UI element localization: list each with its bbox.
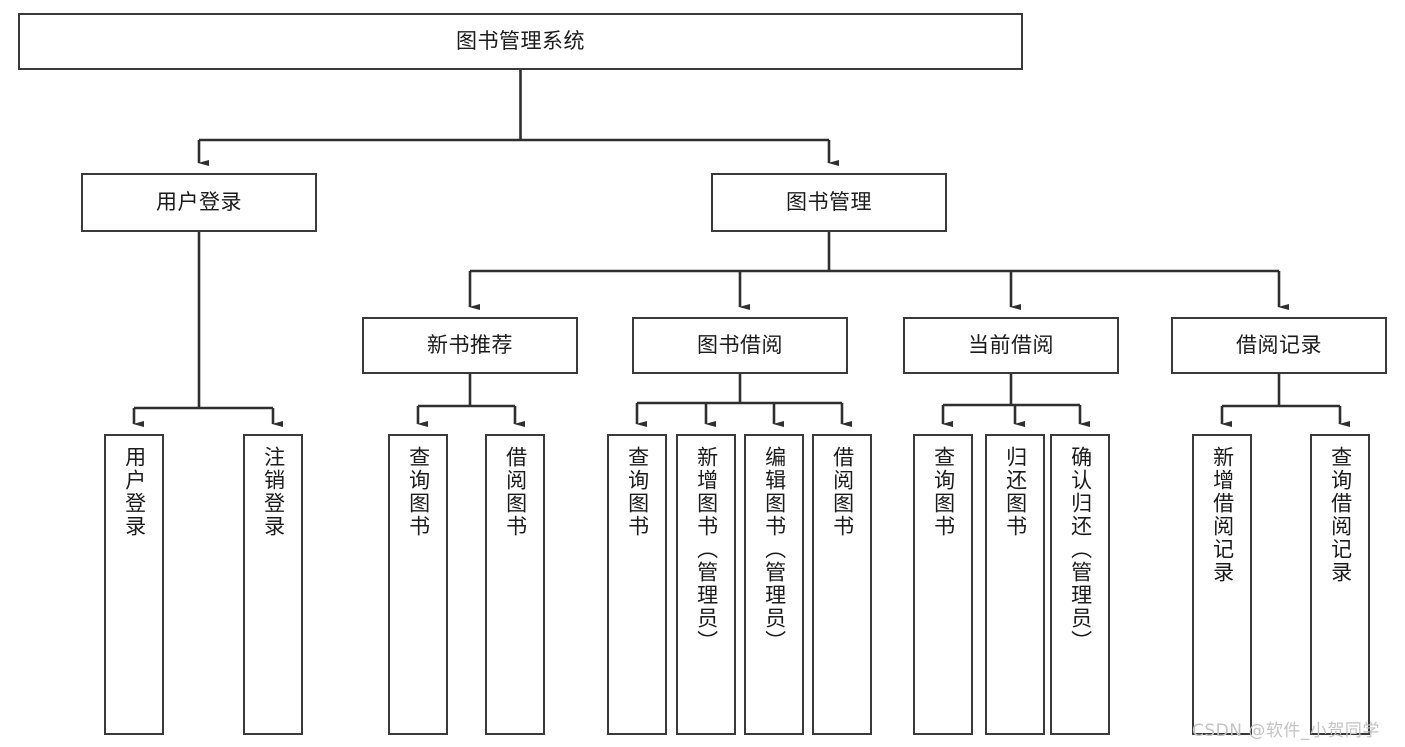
node-user-login-label: 用户登录 xyxy=(156,189,242,214)
node-borrow-record-label: 借阅记录 xyxy=(1236,332,1322,357)
node-borrow-record[interactable]: 借阅记录 xyxy=(1171,317,1387,374)
node-leaf-query-book-borrow[interactable]: 查询图书 xyxy=(607,434,667,735)
node-leaf-logout-label: 注销登录 xyxy=(261,446,286,538)
node-leaf-borrow-book-recommend-label: 借阅图书 xyxy=(503,446,528,538)
node-leaf-user-login-label: 用户登录 xyxy=(122,446,147,538)
node-leaf-confirm-return-label: 确认归还（管理员） xyxy=(1068,446,1093,653)
node-leaf-add-book-label: 新增图书（管理员） xyxy=(694,446,719,653)
node-leaf-query-borrow-record-label: 查询借阅记录 xyxy=(1328,446,1353,584)
node-leaf-logout[interactable]: 注销登录 xyxy=(243,434,303,735)
node-leaf-borrow-book-recommend[interactable]: 借阅图书 xyxy=(485,434,545,735)
node-leaf-query-book-recommend[interactable]: 查询图书 xyxy=(388,434,448,735)
node-leaf-query-book-recommend-label: 查询图书 xyxy=(406,446,431,538)
node-leaf-return-book[interactable]: 归还图书 xyxy=(985,434,1045,735)
node-leaf-user-login[interactable]: 用户登录 xyxy=(104,434,164,735)
node-book-management-label: 图书管理 xyxy=(786,189,872,214)
node-leaf-borrow-book[interactable]: 借阅图书 xyxy=(812,434,872,735)
node-leaf-query-book-borrow-label: 查询图书 xyxy=(625,446,650,538)
node-current-borrow[interactable]: 当前借阅 xyxy=(903,317,1119,374)
node-leaf-add-borrow-record-label: 新增借阅记录 xyxy=(1210,446,1235,584)
node-leaf-query-borrow-record[interactable]: 查询借阅记录 xyxy=(1310,434,1370,735)
node-leaf-query-book-current[interactable]: 查询图书 xyxy=(913,434,973,735)
node-new-book-recommend-label: 新书推荐 xyxy=(427,332,513,357)
node-user-login[interactable]: 用户登录 xyxy=(81,173,317,232)
node-new-book-recommend[interactable]: 新书推荐 xyxy=(362,317,578,374)
node-leaf-add-book[interactable]: 新增图书（管理员） xyxy=(676,434,736,735)
node-current-borrow-label: 当前借阅 xyxy=(968,332,1054,357)
node-book-borrow-label: 图书借阅 xyxy=(697,332,783,357)
node-root[interactable]: 图书管理系统 xyxy=(18,13,1023,70)
node-leaf-edit-book-label: 编辑图书（管理员） xyxy=(762,446,787,653)
node-leaf-return-book-label: 归还图书 xyxy=(1003,446,1028,538)
watermark: CSDN @软件_小贺同学 xyxy=(1192,721,1380,741)
node-leaf-confirm-return[interactable]: 确认归还（管理员） xyxy=(1050,434,1110,735)
node-leaf-edit-book[interactable]: 编辑图书（管理员） xyxy=(744,434,804,735)
node-root-label: 图书管理系统 xyxy=(456,28,585,53)
node-leaf-query-book-current-label: 查询图书 xyxy=(931,446,956,538)
node-book-management[interactable]: 图书管理 xyxy=(711,173,947,232)
node-book-borrow[interactable]: 图书借阅 xyxy=(632,317,848,374)
node-leaf-borrow-book-label: 借阅图书 xyxy=(830,446,855,538)
node-leaf-add-borrow-record[interactable]: 新增借阅记录 xyxy=(1192,434,1252,735)
